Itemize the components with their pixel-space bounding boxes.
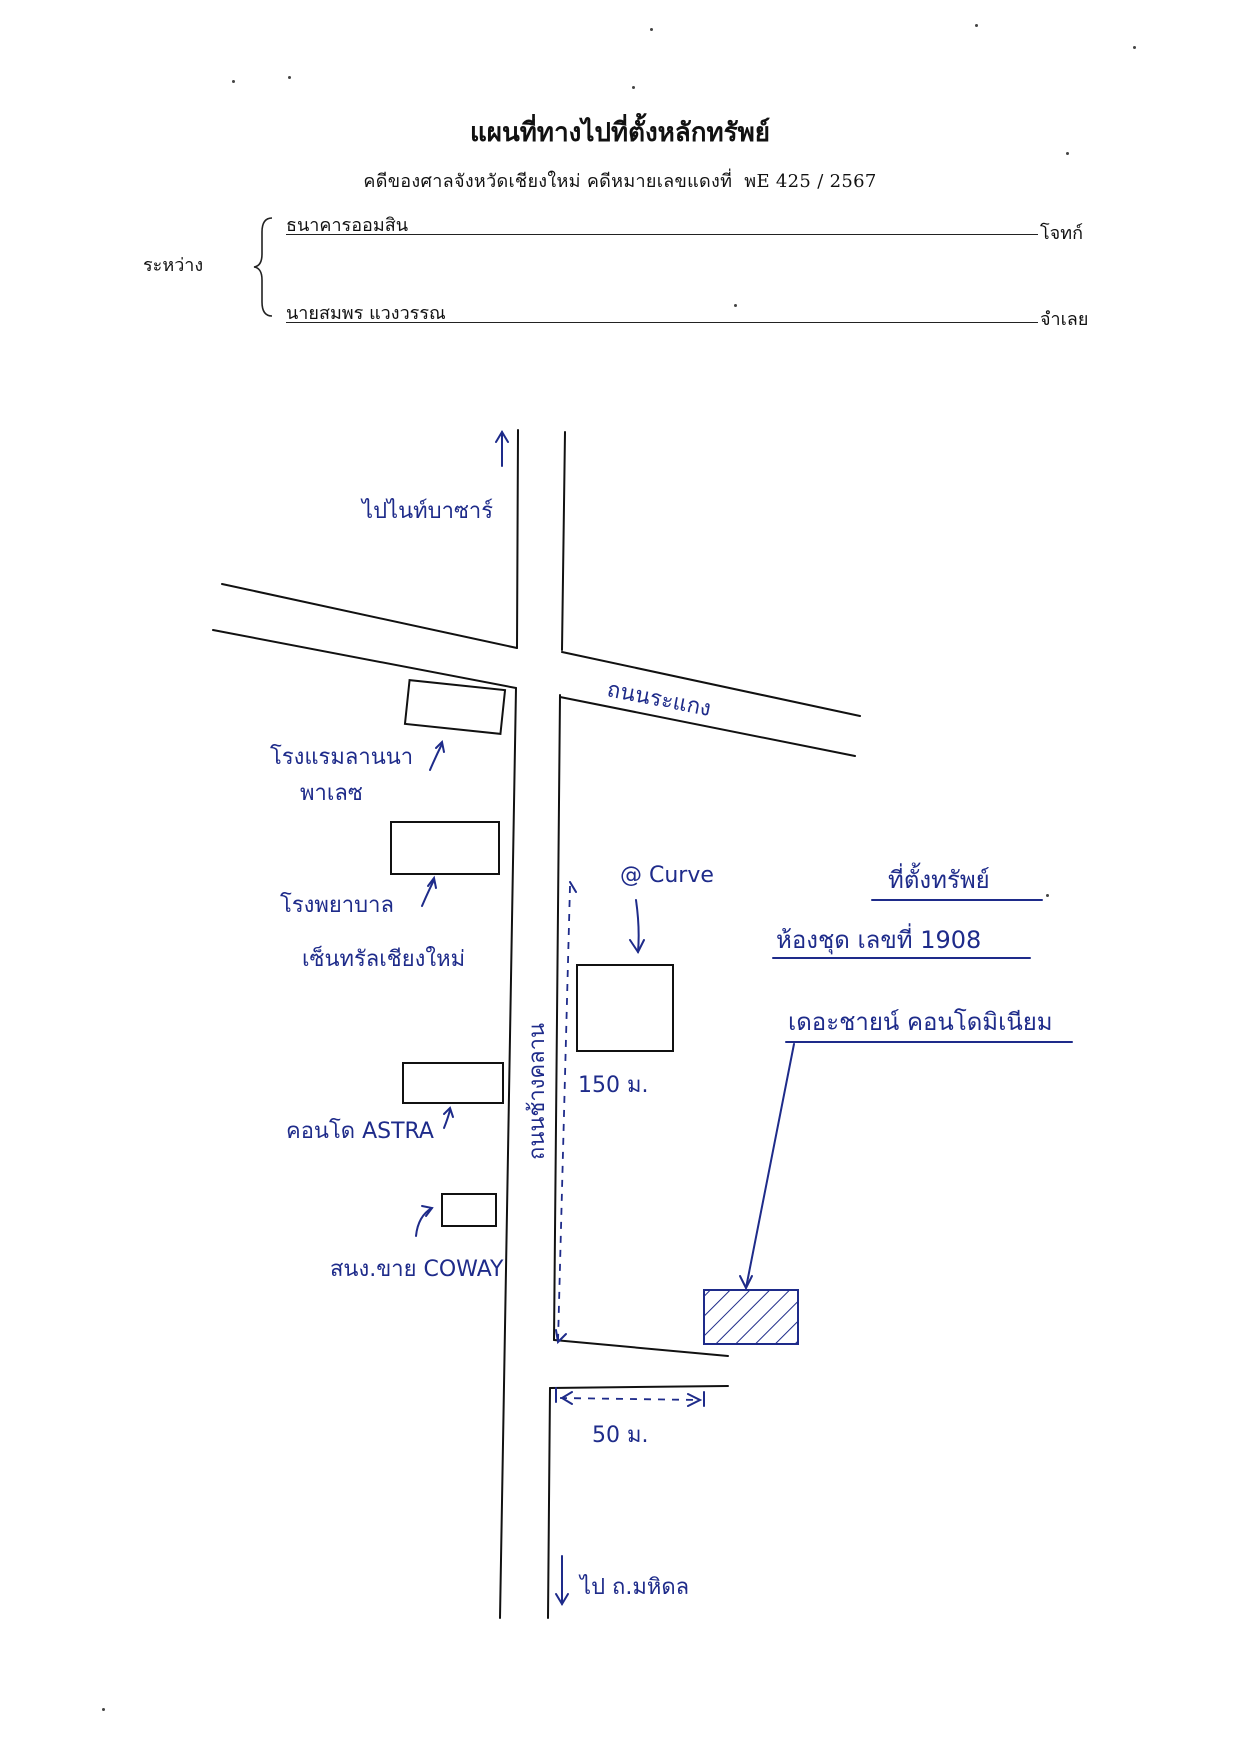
main-road-edge-right-mid [553, 694, 561, 1341]
main-road-edge-left-south [499, 687, 517, 1619]
hotel-pointer-head-icon [435, 739, 445, 753]
hospital-building [390, 821, 500, 875]
scan-speck [632, 86, 635, 89]
coway-office-label: สนง.ขาย COWAY [330, 1257, 504, 1282]
astra-condo-label: คอนโด ASTRA [286, 1118, 434, 1144]
curve-pointer-arrow-icon [635, 899, 640, 953]
scan-speck [734, 304, 737, 307]
hospital-label-line2: เซ็นทรัลเชียงใหม่ [302, 944, 465, 972]
curve-pointer-head-icon [629, 939, 645, 954]
main-road-edge-right-south [547, 1387, 551, 1619]
defendant-underline [286, 322, 1038, 323]
distance-150m-label: 150 ม. [578, 1073, 648, 1098]
north-direction-label: ไปไนท์บาซาร์ [360, 498, 493, 524]
between-label: ระหว่าง [143, 255, 204, 276]
court-name: คดีของศาลจังหวัดเชียงใหม่ คดีหมายเลขแดงท… [363, 171, 733, 192]
north-arrowhead-icon [495, 430, 509, 443]
south-arrowhead-icon [555, 1593, 569, 1606]
distance-50m-label: 50 ม. [592, 1423, 648, 1448]
main-road-edge-left-north [516, 429, 519, 649]
case-number: พE 425 / 2567 [744, 171, 877, 192]
hospital-pointer-head-icon [427, 875, 437, 889]
scan-speck [1046, 894, 1049, 897]
hospital-label-line1: โรงพยาบาล [280, 892, 394, 918]
scan-speck [232, 80, 235, 83]
distance-arrowhead-left [560, 1391, 573, 1405]
property-leader-head-icon [739, 1275, 753, 1291]
hospital-pointer-arrow-icon [421, 879, 435, 907]
hotel-label-line1: โรงแรมลานนา [270, 744, 413, 770]
coway-pointer-head-icon [421, 1205, 434, 1217]
cross-road-edge-upper-west [221, 583, 518, 649]
defendant-role: จำเลย [1040, 309, 1089, 330]
cross-road-edge-lower-east [559, 696, 856, 757]
page-title: แผนที่ทางไปที่ตั้งหลักทรัพย์ [470, 118, 770, 148]
cross-road-label: ถนนระแกง [605, 677, 713, 722]
distance-line-50m [559, 1397, 701, 1401]
distance-line-150m [557, 885, 571, 1343]
distance-arrowhead-bottom [555, 1329, 567, 1345]
scan-speck [1133, 46, 1136, 49]
coway-office-building [441, 1193, 497, 1227]
cross-road-edge-upper-east [561, 651, 861, 717]
target-property [703, 1289, 799, 1345]
hotel-pointer-arrow-icon [429, 743, 443, 771]
court-case-line: คดีของศาลจังหวัดเชียงใหม่ คดีหมายเลขแดงท… [0, 166, 1240, 195]
scan-speck [650, 28, 653, 31]
property-heading-label: ที่ตั้งทรัพย์ [888, 862, 990, 894]
astra-pointer-arrow-icon [443, 1109, 451, 1129]
astra-condo-building [402, 1062, 504, 1104]
curve-label: @ Curve [620, 863, 714, 888]
cross-road-edge-lower-west [212, 629, 517, 689]
property-leader-line [745, 1043, 795, 1289]
property-hatched-box [703, 1289, 799, 1345]
distance-tick-top [569, 881, 577, 893]
scan-speck [288, 76, 291, 79]
main-road-label: ถนนช้างคลาน [525, 1023, 550, 1160]
south-direction-label: ไป ถ.มหิดล [578, 1574, 689, 1600]
scan-speck [1066, 152, 1069, 155]
plaintiff-underline [286, 234, 1038, 235]
astra-pointer-head-icon [443, 1106, 454, 1118]
curve-building [576, 964, 674, 1052]
plaintiff-role: โจทก์ [1040, 223, 1083, 244]
property-building-label: เดอะชายน์ คอนโดมิเนียม [788, 1008, 1053, 1036]
defendant-name: นายสมพร แวงวรรณ [286, 303, 446, 324]
scan-speck [975, 24, 978, 27]
scan-speck [102, 1708, 105, 1711]
distance-arrowhead-right [687, 1393, 703, 1407]
hotel-building [403, 679, 507, 735]
party-brace [253, 217, 273, 317]
property-unit-label: ห้องชุด เลขที่ 1908 [776, 923, 981, 955]
plaintiff-name: ธนาคารออมสิน [286, 215, 408, 236]
hotel-label-line2: พาเลซ [300, 781, 363, 806]
side-road-edge-lower [549, 1385, 729, 1389]
main-road-edge-right-north [561, 431, 566, 651]
side-road-edge-upper [553, 1339, 729, 1357]
